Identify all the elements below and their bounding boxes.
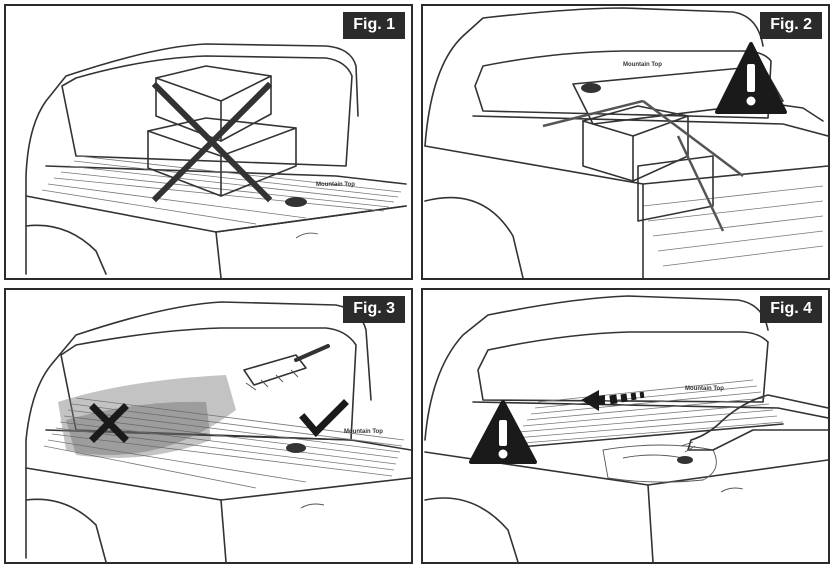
bed-floor <box>642 185 824 267</box>
cover-brand-badge: Mountain Top <box>285 182 355 207</box>
figure-label: Fig. 4 <box>760 296 822 323</box>
hand <box>680 394 828 453</box>
figure-3-panel: Mountain Top Fig. 3 <box>4 288 413 564</box>
cross-mark-icon <box>89 403 129 443</box>
figure-2-panel: Mountain Top <box>421 4 830 280</box>
figure-3-illustration: Mountain Top <box>25 301 411 562</box>
figure-1-illustration: Mountain Top <box>25 43 407 278</box>
warning-triangle-icon <box>469 400 537 464</box>
cover-slats <box>510 379 784 445</box>
arrow-left-icon <box>581 390 645 411</box>
canister-brand-text: Mountain Top <box>623 62 662 68</box>
figure-label: Fig. 1 <box>343 12 405 39</box>
cleaning-brush <box>243 344 330 391</box>
figure-4-illustration: Mountain Top <box>424 295 828 562</box>
figure-4-panel: Mountain Top Fig. 4 <box>421 288 830 564</box>
dirty-area <box>58 375 236 455</box>
tie-down-straps <box>542 99 744 232</box>
cross-mark-icon <box>151 81 273 203</box>
figure-1-panel: Mountain Top Fig. 1 <box>4 4 413 280</box>
figure-2-illustration: Mountain Top <box>424 7 828 278</box>
warning-triangle-icon <box>715 42 787 114</box>
cover-brand-text: Mountain Top <box>685 386 724 392</box>
cover-brand-text: Mountain Top <box>344 429 383 435</box>
figure-label: Fig. 3 <box>343 296 405 323</box>
cover-slats <box>43 397 405 489</box>
check-mark-icon <box>299 399 349 438</box>
figure-label: Fig. 2 <box>760 12 822 39</box>
cover-brand-text: Mountain Top <box>316 182 355 188</box>
